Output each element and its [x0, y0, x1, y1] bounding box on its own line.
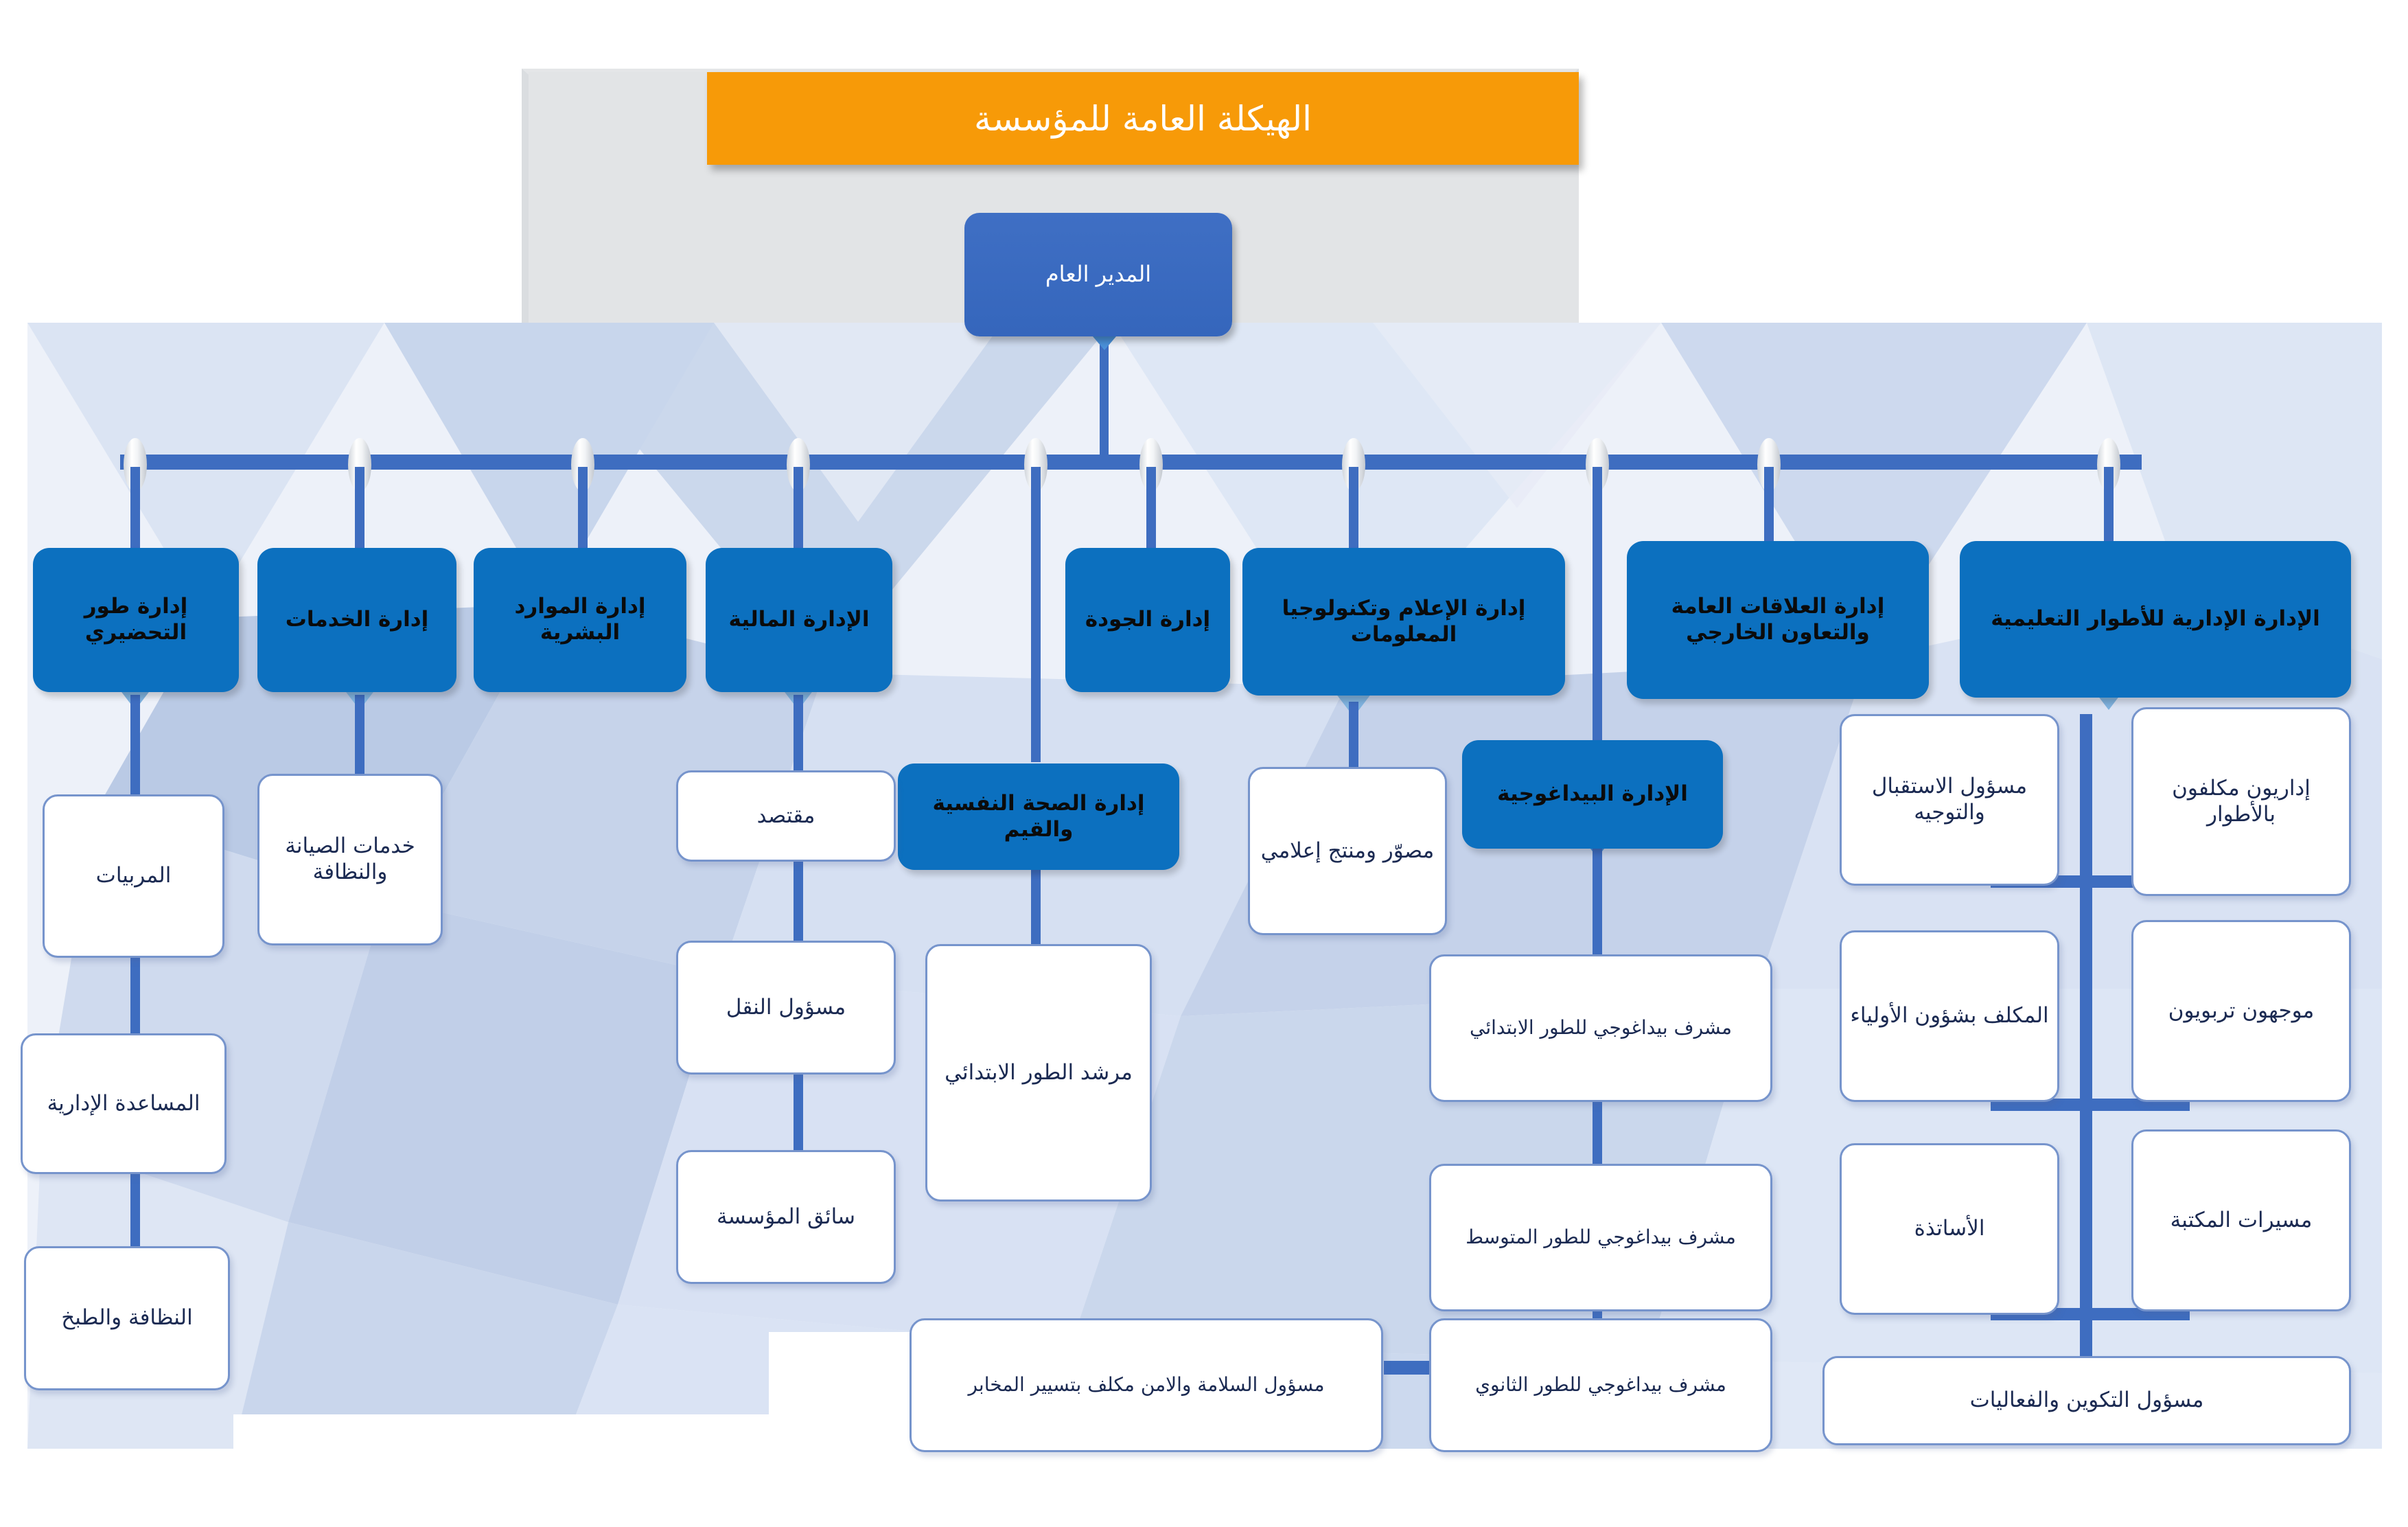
- node-leaf-educational-counselors[interactable]: موجهون تربويون: [2131, 920, 2351, 1102]
- node-dept-educational-admin[interactable]: الإدارة الإدارية للأطوار التعليمية: [1960, 541, 2351, 698]
- connector-prep-child: [130, 695, 140, 794]
- connector-drop-services: [355, 467, 364, 548]
- node-leaf-driver-label: سائق المؤسسة: [717, 1204, 855, 1229]
- connector-bursar-transport: [794, 862, 803, 941]
- node-leaf-cleaning-cooking[interactable]: النظافة والطبخ: [24, 1246, 230, 1390]
- node-leaf-supervisor-secondary-label: مشرف بيداغوجي للطور الثانوي: [1475, 1373, 1726, 1397]
- connector-sup1-sup2: [1593, 1102, 1602, 1164]
- node-leaf-library-managers-label: مسيرات المكتبة: [2170, 1207, 2313, 1232]
- connector-drop-prep: [130, 467, 140, 548]
- node-leaf-training-events[interactable]: مسؤول التكوين والفعاليات: [1822, 1356, 2351, 1445]
- node-leaf-supervisor-primary-label: مشرف بيداغوجي للطور الابتدائي: [1470, 1016, 1732, 1040]
- node-dept-finance[interactable]: الإدارة المالية: [706, 548, 892, 692]
- connector-transport-driver: [794, 1075, 803, 1150]
- node-dept-prep-stage-label: إدارة طور التحضيري: [84, 594, 188, 645]
- node-leaf-transport-officer-label: مسؤول النقل: [726, 994, 846, 1020]
- node-unit-pedagogical[interactable]: الإدارة البيداغوجية: [1462, 740, 1723, 849]
- node-leaf-bursar[interactable]: مقتصد: [676, 770, 896, 862]
- connector-pedagogical-child: [1593, 848, 1602, 954]
- connector-drop-pr: [1764, 467, 1774, 548]
- node-dept-prep-stage[interactable]: إدارة طور التحضيري: [33, 548, 239, 692]
- node-leaf-maintenance-cleaning[interactable]: خدمات الصيانة والنظافة: [257, 774, 443, 945]
- node-leaf-driver[interactable]: سائق المؤسسة: [676, 1150, 896, 1284]
- node-dept-services[interactable]: إدارة الخدمات: [257, 548, 456, 692]
- node-dept-educational-admin-label: الإدارة الإدارية للأطوار التعليمية: [1991, 606, 2320, 632]
- node-dept-public-relations[interactable]: إدارة العلاقات العامة والتعاون الخارجي: [1627, 541, 1929, 699]
- node-dept-quality-label: إدارة الجودة: [1085, 607, 1211, 632]
- node-dept-public-relations-label: إدارة العلاقات العامة والتعاون الخارجي: [1671, 594, 1885, 645]
- node-leaf-media-producer[interactable]: مصوّر ومنتج إعلامي: [1248, 767, 1447, 935]
- node-dept-services-label: إدارة الخدمات: [285, 607, 429, 632]
- node-leaf-bursar-label: مقتصد: [756, 803, 815, 828]
- node-leaf-primary-guide-label: مرشد الطور الابتدائي: [945, 1059, 1133, 1085]
- node-leaf-supervisor-secondary[interactable]: مشرف بيداغوجي للطور الثانوي: [1429, 1318, 1772, 1452]
- node-leaf-nannies-label: المربيات: [95, 863, 172, 888]
- node-leaf-supervisor-middle[interactable]: مشرف بيداغوجي للطور المتوسط: [1429, 1164, 1772, 1311]
- node-dept-quality[interactable]: إدارة الجودة: [1065, 548, 1230, 692]
- node-leaf-admin-assistance-label: المساعدة الإدارية: [47, 1090, 200, 1116]
- node-leaf-cleaning-cooking-label: النظافة والطبخ: [61, 1305, 193, 1331]
- node-leaf-safety-officer-label: مسؤول السلامة والامن مكلف بتسيير المخابر: [968, 1373, 1325, 1397]
- connector-drop-media: [1349, 467, 1358, 548]
- connector-drop-hr: [578, 467, 588, 548]
- node-leaf-maintenance-cleaning-label: خدمات الصيانة والنظافة: [285, 834, 415, 884]
- connector-nannies-assist: [130, 958, 140, 1033]
- node-leaf-library-managers[interactable]: مسيرات المكتبة: [2131, 1129, 2351, 1311]
- node-ceo-label: المدير العام: [1045, 261, 1152, 288]
- node-leaf-media-producer-label: مصوّر ومنتج إعلامي: [1260, 838, 1435, 863]
- node-leaf-parent-affairs[interactable]: المكلف بشؤون الأولياء: [1840, 930, 2059, 1102]
- node-leaf-supervisor-primary[interactable]: مشرف بيداغوجي للطور الابتدائي: [1429, 954, 1772, 1102]
- node-leaf-nannies[interactable]: المربيات: [43, 794, 224, 958]
- node-leaf-primary-guide[interactable]: مرشد الطور الابتدائي: [925, 944, 1152, 1202]
- connector-media-child: [1349, 702, 1358, 767]
- connector-finance-child: [794, 695, 803, 770]
- connector-mentalhealth-child: [1031, 851, 1041, 944]
- node-leaf-parent-affairs-label: المكلف بشؤون الأولياء: [1850, 1003, 2049, 1029]
- node-dept-media-it-label: إدارة الإعلام وتكنولوجيا المعلومات: [1282, 595, 1526, 647]
- node-dept-media-it[interactable]: إدارة الإعلام وتكنولوجيا المعلومات: [1242, 548, 1565, 696]
- node-leaf-reception-guidance-label: مسؤول الاستقبال والتوجيه: [1871, 774, 2028, 825]
- node-leaf-teachers[interactable]: الأساتذة: [1840, 1143, 2059, 1315]
- connector-drop-finance: [794, 467, 803, 548]
- node-leaf-educational-counselors-label: موجهون تربويون: [2168, 998, 2315, 1023]
- node-unit-mental-health[interactable]: إدارة الصحة النفسية والقيم: [898, 764, 1179, 870]
- page-title-text: الهيكلة العامة للمؤسسة: [974, 98, 1312, 139]
- node-leaf-reception-guidance[interactable]: مسؤول الاستقبال والتوجيه: [1840, 714, 2059, 886]
- connector-drop-quality: [1146, 467, 1156, 548]
- node-leaf-safety-officer[interactable]: مسؤول السلامة والامن مكلف بتسيير المخابر: [910, 1318, 1383, 1452]
- node-dept-human-resources[interactable]: إدارة الموارد البشرية: [474, 548, 686, 692]
- connector-drop-mentalhealth: [1031, 467, 1041, 762]
- node-unit-mental-health-label: إدارة الصحة النفسية والقيم: [932, 790, 1145, 842]
- node-leaf-teachers-label: الأساتذة: [1914, 1216, 1985, 1241]
- connector-drop-pedagogical: [1593, 467, 1602, 755]
- node-unit-pedagogical-label: الإدارة البيداغوجية: [1497, 781, 1688, 807]
- node-leaf-transport-officer[interactable]: مسؤول النقل: [676, 941, 896, 1075]
- node-ceo[interactable]: المدير العام: [964, 213, 1232, 336]
- connector-ceo-stem: [1100, 336, 1109, 460]
- node-leaf-stage-administrators-label: إداريون مكلفون بالأطوار: [2172, 775, 2311, 827]
- node-leaf-supervisor-middle-label: مشرف بيداغوجي للطور المتوسط: [1466, 1226, 1736, 1249]
- node-dept-human-resources-label: إدارة الموارد البشرية: [514, 594, 646, 645]
- connector-main-bus: [120, 455, 2142, 470]
- node-dept-finance-label: الإدارة المالية: [728, 607, 870, 632]
- connector-drop-eduadmin: [2104, 467, 2114, 548]
- connector-assist-cleaning: [130, 1174, 140, 1246]
- node-leaf-stage-administrators[interactable]: إداريون مكلفون بالأطوار: [2131, 707, 2351, 896]
- connector-services-child: [355, 695, 364, 774]
- page-title: الهيكلة العامة للمؤسسة: [707, 72, 1579, 165]
- node-leaf-admin-assistance[interactable]: المساعدة الإدارية: [21, 1033, 227, 1174]
- connector-right-spine: [2080, 714, 2092, 1408]
- node-leaf-training-events-label: مسؤول التكوين والفعاليات: [1969, 1388, 2204, 1413]
